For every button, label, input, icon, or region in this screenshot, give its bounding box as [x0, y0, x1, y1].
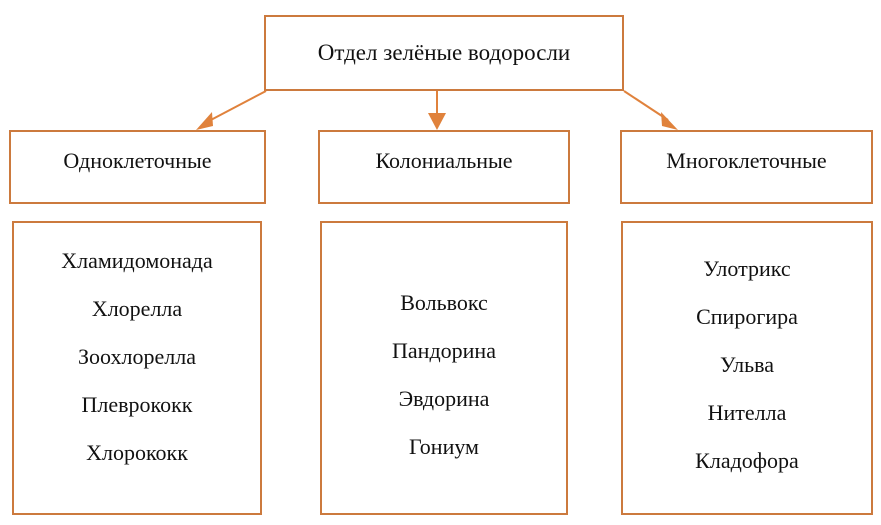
list-item: Хламидомонада	[61, 248, 213, 273]
category-box-multicellular[interactable]: Многоклеточные	[620, 130, 873, 204]
category-label: Одноклеточные	[63, 148, 212, 173]
list-item: Вольвокс	[400, 290, 488, 315]
category-box-colonial[interactable]: Колониальные	[318, 130, 570, 204]
list-item: Спирогира	[696, 304, 798, 329]
list-item: Ульва	[720, 352, 774, 377]
list-item: Кладофора	[695, 448, 799, 473]
list-item: Нителла	[707, 400, 787, 425]
category-box-unicellular[interactable]: Одноклеточные	[9, 130, 266, 204]
connector-left	[196, 90, 267, 130]
list-item: Хлорелла	[91, 296, 183, 321]
list-item: Зоохлорелла	[78, 344, 196, 369]
diagram-title: Отдел зелёные водоросли	[317, 40, 571, 66]
connector-middle	[428, 91, 446, 130]
species-list-unicellular: Хламидомонада Хлорелла Зоохлорелла Плевр…	[12, 221, 262, 515]
list-item: Гониум	[409, 434, 479, 459]
connector-right	[623, 90, 678, 130]
species-list-multicellular: Улотрикс Спирогира Ульва Нителла Кладофо…	[621, 221, 873, 515]
list-item: Пандорина	[392, 338, 496, 363]
category-label: Колониальные	[375, 148, 513, 173]
list-item: Плеврококк	[81, 392, 193, 417]
list-item: Хлорококк	[86, 440, 188, 465]
title-box: Отдел зелёные водоросли	[264, 15, 624, 91]
list-item: Улотрикс	[703, 256, 791, 281]
category-label: Многоклеточные	[666, 148, 827, 173]
list-item: Эвдорина	[398, 386, 490, 411]
species-list-colonial: Вольвокс Пандорина Эвдорина Гониум	[320, 221, 568, 515]
